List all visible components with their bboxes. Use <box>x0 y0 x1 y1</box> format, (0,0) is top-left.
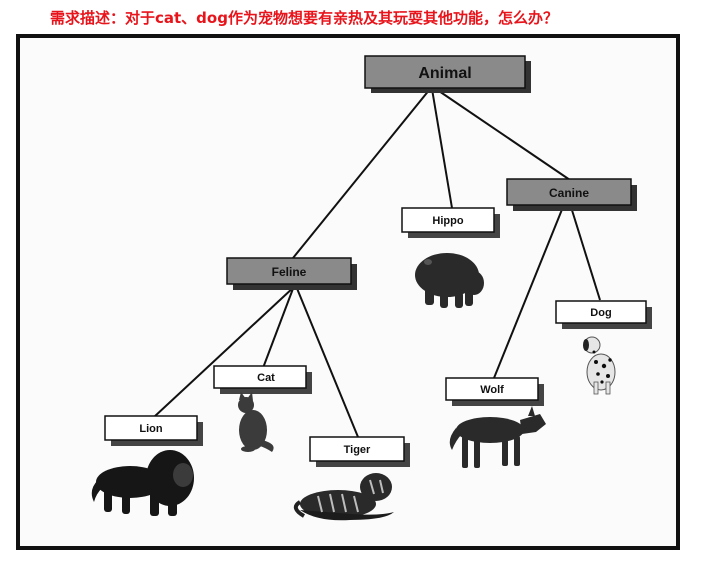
node-cat-label: Cat <box>257 372 275 384</box>
line-animal-feline <box>292 88 431 259</box>
node-lion-label: Lion <box>139 423 162 435</box>
node-canine: Canine <box>506 178 637 211</box>
node-hippo: Hippo <box>401 207 500 238</box>
wolf-silhouette <box>449 406 546 468</box>
line-animal-canine <box>435 88 571 181</box>
node-feline-label: Feline <box>272 265 307 279</box>
node-cat: Cat <box>213 365 312 394</box>
hierarchy-lines <box>153 88 601 438</box>
node-tiger: Tiger <box>309 436 410 467</box>
node-wolf: Wolf <box>445 377 544 406</box>
line-feline-tiger <box>295 285 359 438</box>
tiger-silhouette <box>293 473 394 521</box>
line-canine-wolf <box>493 206 564 379</box>
node-feline: Feline <box>226 257 357 290</box>
hippo-silhouette <box>415 253 484 308</box>
line-animal-hippo <box>431 88 453 209</box>
node-wolf-label: Wolf <box>480 384 504 396</box>
node-tiger-label: Tiger <box>344 444 371 456</box>
line-canine-dog <box>570 206 601 301</box>
node-canine-label: Canine <box>549 186 589 200</box>
line-feline-lion <box>153 285 296 418</box>
node-hippo-label: Hippo <box>432 215 463 227</box>
node-dog-label: Dog <box>590 307 611 319</box>
lion-silhouette <box>91 450 194 516</box>
node-lion: Lion <box>104 415 203 446</box>
node-animal-label: Animal <box>418 65 471 82</box>
node-dog: Dog <box>555 300 652 329</box>
page-heading: 需求描述：对于cat、dog作为宠物想要有亲热及其玩耍其他功能，怎么办？ <box>50 9 558 27</box>
line-feline-cat <box>262 285 295 369</box>
dalmatian-silhouette <box>583 336 616 395</box>
node-animal: Animal <box>364 55 531 93</box>
cat-silhouette <box>238 392 274 452</box>
